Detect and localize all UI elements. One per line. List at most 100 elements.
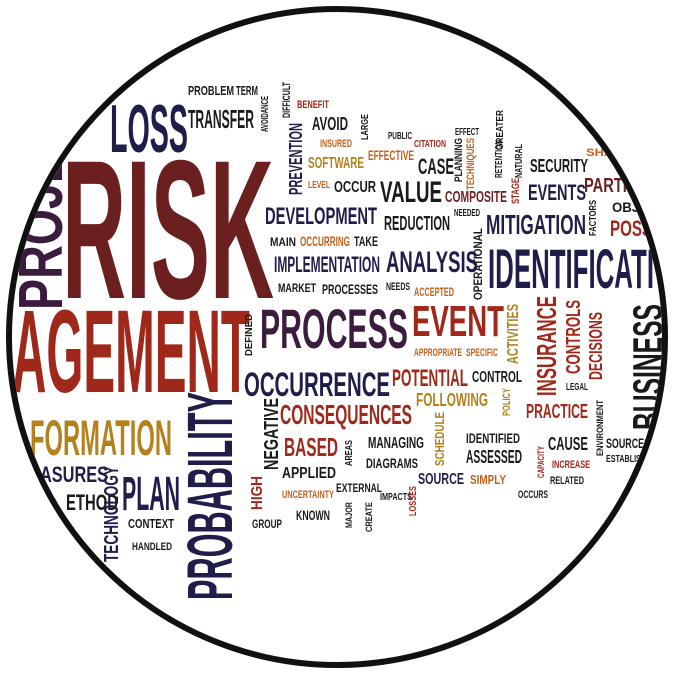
word-occurrence: OCCURRENCE [244,366,390,404]
word-increase: INCREASE [552,459,590,471]
word-management: AGEMENT [12,286,250,418]
word-citation: CITATION [414,139,446,150]
word-case: CASE [418,154,454,179]
word-value: VALUE [380,176,442,209]
word-processes: PROCESSES [322,281,378,297]
word-needs: NEEDS [386,281,410,293]
word-effective: EFFECTIVE [368,147,414,163]
word-group: GROUP [252,517,282,531]
word-areas: AREAS [344,440,355,466]
word-process: PROCESS [260,297,408,360]
word-context: CONTEXT [128,516,174,531]
word-information: FORMATION [30,410,172,466]
word-loss: LOSS [110,91,188,167]
word-greater: GREATER [495,109,506,150]
word-avoid: AVOID [312,114,348,134]
word-occur: OCCUR [334,179,376,196]
word-accepted: ACCEPTED [414,285,454,299]
word-stage: STAGE [510,178,522,204]
word-benefit: BENEFIT [297,99,329,111]
word-composite: COMPOSITE [445,189,507,206]
word-insured: INSURED [320,138,352,150]
word-establish: ESTABLISH [606,454,646,465]
word-event: EVENT [412,297,504,346]
word-take: TAKE [354,233,378,249]
word-market: MARKET [278,281,316,295]
word-factors: FACTORS [588,200,599,236]
word-negative: NEGATIVE [261,398,283,470]
word-assessed: ASSESSED [466,447,522,467]
word-main: MAIN [270,235,296,249]
word-natural: NATURAL [514,144,525,178]
word-operational: OPERATIONAL [471,228,485,300]
word-based: BASED [284,432,338,462]
word-mitigation: MITIGATION [486,209,586,240]
word-legal: LEGAL [566,382,588,393]
word-large: LARGE [360,114,371,140]
word-external: EXTERNAL [336,481,382,495]
word-related: RELATED [550,475,584,487]
word-create: CREATE [364,502,374,532]
word-specific: SPECIFIC [466,347,498,359]
word-following: FOLLOWING [416,390,488,410]
word-retention: RETENTION [494,140,505,178]
word-major: MAJOR [344,502,354,528]
word-defined: DEFINED [244,314,255,356]
word-measures: ASURES [40,462,108,487]
word-capacity: CAPACITY [536,446,546,478]
word-development: DEVELOPMENT [265,203,377,230]
word-environment: ENVIRONMENT [595,400,605,456]
word-risk: RISK [62,119,274,340]
circle-ring [6,6,668,668]
word-technology: TECHNOLOGY [101,466,123,562]
word-consequences: CONSEQUENCES [280,399,412,430]
word-occurring: OCCURRING [300,233,350,249]
word-appropriate: APPROPRIATE [414,347,462,359]
word-occurs: OCCURS [518,489,548,501]
word-method: ETHOD [66,490,118,515]
word-activities: ACTIVITIES [505,304,522,364]
word-losses: LOSSES [408,486,419,516]
word-planning: PLANNING [453,138,465,182]
word-controls: CONTROLS [563,300,585,374]
word-prevention: PREVENTION [286,123,306,195]
word-managing: MANAGING [368,435,424,452]
word-policy: POLICY [501,388,513,416]
word-applied: APPLIED [282,465,336,482]
word-control: CONTROL [472,369,522,386]
word-source: SOURCE [418,471,464,488]
word-probability: PROBABILITY [174,392,246,600]
word-simply: SIMPLY [470,472,506,487]
word-software: SOFTWARE [308,155,364,172]
word-decisions: DECISIONS [586,312,606,380]
word-level: LEVEL [308,180,330,191]
word-needed: NEEDED [454,208,480,219]
word-security: SECURITY [530,156,588,176]
word-difficult: DIFFICULT [281,82,293,118]
word-plan: PLAN [122,468,180,521]
word-transfer: TRANSFER [188,104,254,134]
word-schedule: SCHEDULE [432,412,447,466]
word-sources: SOURCES [606,435,650,451]
word-high: HIGH [249,476,266,510]
word-impacts: IMPACTS [380,492,412,503]
word-avoidance: AVOIDANCE [260,96,271,132]
word-uncertainty: UNCERTAINTY [282,489,334,501]
word-effect: EFFECT [455,127,479,138]
word-insurance: INSURANCE [531,296,562,396]
word-known: KNOWN [296,507,330,523]
word-analysis: ANALYSIS [386,246,478,279]
word-cause: CAUSE [548,434,588,454]
word-implementation: IMPLEMENTATION [274,252,380,277]
word-handled: HANDLED [132,541,172,553]
word-techniques: TECHNIQUES [465,138,477,190]
word-term: TERM [236,83,258,98]
word-problem: PROBLEM [188,83,234,98]
word-public: PUBLIC [388,131,412,142]
word-reduction: REDUCTION [384,213,450,235]
word-diagrams: DIAGRAMS [366,455,418,471]
word-events: EVENTS [528,180,586,205]
